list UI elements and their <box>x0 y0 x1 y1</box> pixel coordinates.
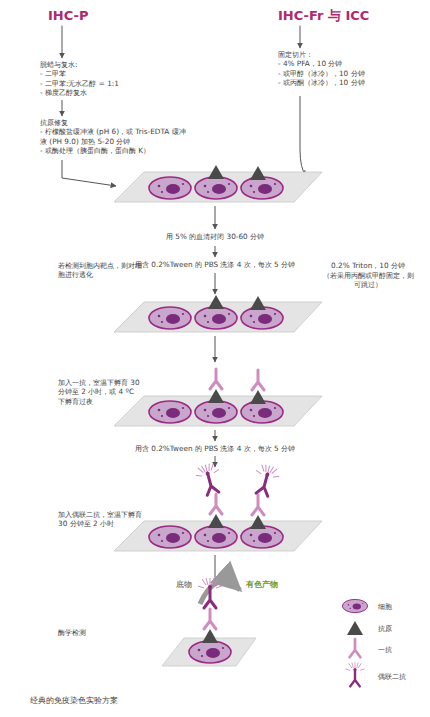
block-heading: 抗原修复 <box>40 118 190 127</box>
slide-secondary-antibody <box>114 462 322 551</box>
step-label: 若检测到胞内靶点，则对细胞进行透化 <box>58 261 142 280</box>
text-block: 抗原修复- 柠檬酸盐缓冲液 (pH 6)，或 Tris-EDTA 缓冲液 (PH… <box>40 118 190 156</box>
block-item: - 柠檬酸盐缓冲液 (pH 6)，或 Tris-EDTA 缓冲液 (PH 9.0… <box>40 127 190 146</box>
legend-samples <box>342 599 367 686</box>
block-heading: 固定切片： <box>278 50 418 59</box>
column-header: IHC-Fr 与 ICC <box>278 8 369 24</box>
block-item: - 或丙酮（冰冷），10 分钟 <box>278 78 418 87</box>
caption: 经典的免疫染色实验方案 <box>30 695 118 706</box>
legend-text: 细胞 <box>378 602 392 612</box>
step-label: 用含 0.2%Tween 的 PBS 洗涤 4 次，每次 5 分钟 <box>95 444 335 453</box>
text-block: 脱蜡与复水:- 二甲苯- 二甲苯:无水乙醇 = 1:1- 梯度乙醇复水 <box>40 60 190 98</box>
connector-arrow <box>62 100 63 116</box>
step-label: 底物 <box>176 580 192 590</box>
legend-text: 偶联二抗 <box>378 672 406 682</box>
flow-arrow <box>62 160 116 186</box>
step-label: 0.2% Triton，10 分钟 <box>318 261 418 270</box>
step-label: 酶学检测 <box>58 628 142 637</box>
legend-text: 一抗 <box>378 645 392 655</box>
connector-arrow <box>62 26 63 58</box>
slide-cells <box>114 295 322 332</box>
block-heading: 脱蜡与复水: <box>40 60 190 69</box>
flow-arrow <box>300 96 306 176</box>
slide-cells <box>114 165 322 202</box>
reaction-arrow <box>200 582 240 604</box>
connector-arrow <box>300 26 301 48</box>
step-label: 加入一抗，室温下孵育 30 分钟至 2 小时，或 4 ºC 下孵育过夜 <box>58 378 142 406</box>
text-block: 固定切片：- 4% PFA，10 分钟- 或甲醇（冰冷），10 分钟- 或丙酮（… <box>278 50 418 88</box>
step-label: （若采用丙酮或甲醇固定，则可跳过） <box>322 271 414 290</box>
slide-primary-antibody <box>114 369 322 426</box>
column-header: IHC-P <box>48 8 88 24</box>
block-item: - 或酶处理（胰蛋白酶，蛋白酶 K） <box>40 146 190 155</box>
block-item: - 二甲苯:无水乙醇 = 1:1 <box>40 79 190 88</box>
header-text: IHC-P <box>48 8 88 24</box>
header-text: IHC-Fr 与 ICC <box>278 8 369 24</box>
legend-text: 抗原 <box>378 624 392 634</box>
step-label: 加入偶联二抗，室温下孵育 30 分钟至 2 小时 <box>58 510 142 529</box>
slide-detection <box>162 578 256 666</box>
block-item: - 或甲醇（冰冷），10 分钟 <box>278 69 418 78</box>
block-item: - 梯度乙醇复水 <box>40 88 190 97</box>
block-item: - 二甲苯 <box>40 69 190 78</box>
step-label: 有色产物 <box>246 580 278 590</box>
step-label: 用 5% 的血清封闭 30-60 分钟 <box>95 232 335 241</box>
block-item: - 4% PFA，10 分钟 <box>278 59 418 68</box>
